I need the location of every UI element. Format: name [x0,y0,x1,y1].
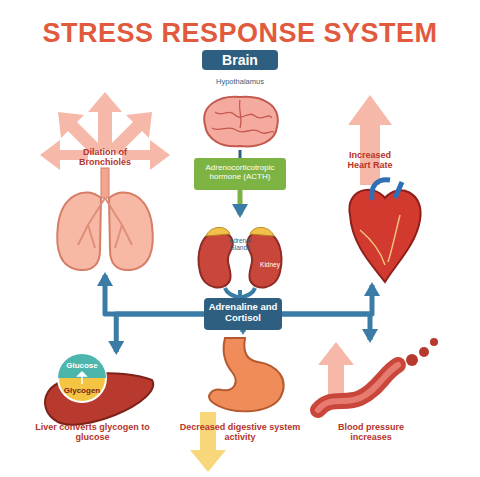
heart-node: Increased Heart Rate [330,135,435,285]
right-lung [109,192,153,270]
merge-pipe [225,288,255,298]
left-lung [57,192,101,270]
effect-label: Decreased digestive system activity [168,422,312,443]
left-kidney [199,232,233,288]
blood-cell [430,338,438,346]
diagram-title: STRESS RESPONSE SYSTEM [0,18,480,49]
brain-header: Brain [202,50,278,70]
dilation-arrows [40,92,170,170]
heart-vessels [372,180,402,200]
pipe-connector [282,314,370,340]
adrenal-node: Adrenal GlandsKidney [185,215,295,290]
gland-label: Adrenal Glands [218,237,262,252]
liver-node: GlucoseGlycogenLiver converts glycogen t… [35,352,160,450]
brain-folds [212,100,274,133]
coronary [360,215,400,265]
stomach [209,338,283,411]
pipe-connector [238,190,243,215]
adrenal-gland [250,227,274,236]
blood-cell [406,354,418,366]
bronchi [78,198,132,248]
pipe-connector [116,314,204,352]
pipe-connector [241,330,246,332]
effect-label: Blood pressure increases [325,422,417,443]
decrease-arrow [190,412,226,472]
hormone-box: Adrenocorticotropic hormone (ACTH) [194,158,286,190]
pipe-connector [105,275,204,314]
effect-label: Dilation of Bronchioles [78,147,132,168]
heart [349,190,420,282]
brain [204,97,278,147]
hormone-text: Adrenocorticotropic hormone (ACTH) [196,163,284,181]
organ-label: Kidney [253,261,287,268]
pipe-connector [282,285,372,314]
output-text: Adrenaline and Cortisol [206,302,280,324]
blood-cell [419,347,429,357]
hormone-output-box: Adrenaline and Cortisol [204,298,282,330]
stomach-node: Decreased digestive system activity [168,332,312,447]
rate-arrow [348,95,392,185]
glucose-circle [58,354,106,402]
pipe-connector [238,290,242,298]
glucose-label: Glucose [60,361,104,370]
pipe-connector [239,150,242,158]
region-label: Hypothalamus [190,78,290,87]
right-kidney [247,232,281,288]
glycogen-label: Glycogen [60,386,104,395]
adrenal-gland [206,227,230,236]
lungs-node: Dilation of Bronchioles [50,125,160,275]
effect-label: Increased Heart Rate [342,150,398,171]
trachea [101,168,109,198]
brain-node: BrainHypothalamus [190,48,290,150]
vessel-lumen [318,365,398,410]
blood-vessel [318,365,398,410]
convert-arrow [78,372,86,384]
vessel-node: Blood pressure increases [310,340,430,450]
effect-label: Liver converts glycogen to glucose [35,422,150,443]
